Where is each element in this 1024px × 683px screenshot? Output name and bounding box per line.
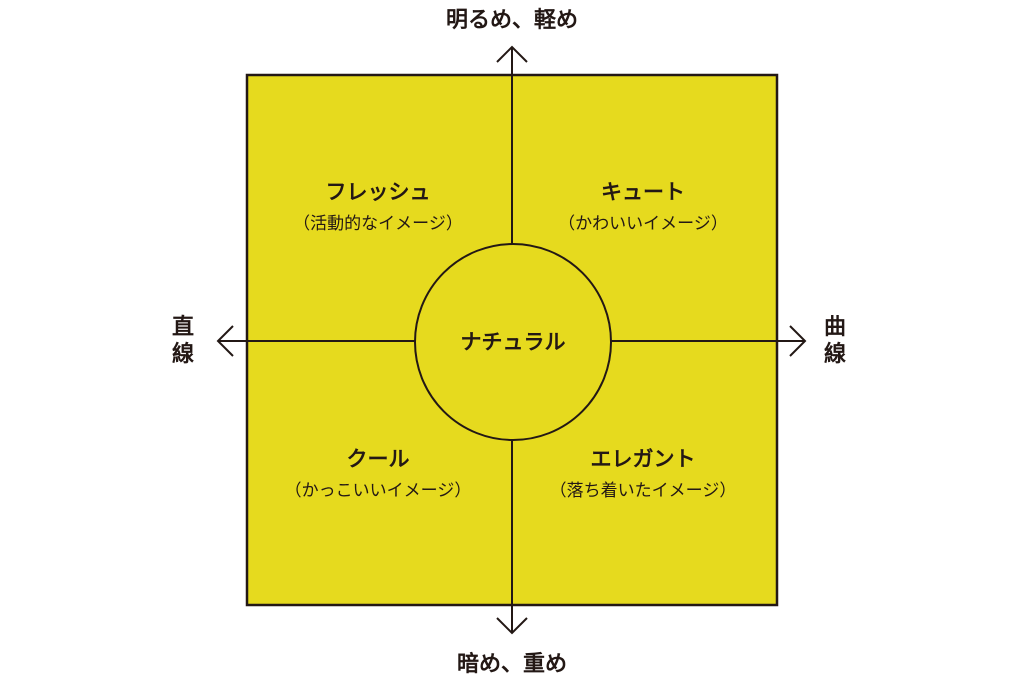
- axis-label-left-char-2: 線: [171, 342, 194, 367]
- arrow-left-icon: [216, 325, 234, 357]
- quadrant-subtitle: （活動的なイメージ）: [293, 214, 463, 234]
- quadrant-subtitle: （かっこいいイメージ）: [284, 481, 472, 501]
- quadrant-bottom-right: エレガント （落ち着いたイメージ）: [523, 445, 763, 505]
- axis-label-right: 曲 線: [820, 314, 850, 368]
- quadrant-title: クール: [346, 447, 410, 471]
- arrow-down-icon: [496, 617, 528, 635]
- quadrant-title: フレッシュ: [325, 180, 431, 204]
- quadrant-bottom-left: クール （かっこいいイメージ）: [258, 445, 498, 505]
- axis-label-left: 直 線: [168, 314, 198, 368]
- quadrant-title: エレガント: [590, 447, 696, 471]
- axis-label-right-char-2: 線: [823, 342, 846, 367]
- center-circle: [414, 243, 612, 441]
- axis-label-top: 明るめ、軽め: [445, 8, 578, 33]
- center-label: ナチュラル: [460, 330, 566, 354]
- quadrant-subtitle: （かわいいイメージ）: [558, 214, 728, 234]
- arrow-up-icon: [496, 45, 528, 63]
- quadrant-top-left: フレッシュ （活動的なイメージ）: [258, 178, 498, 238]
- quadrant-title: キュート: [601, 180, 685, 204]
- arrow-right-icon: [789, 325, 807, 357]
- quadrant-subtitle: （落ち着いたイメージ）: [549, 481, 737, 501]
- axis-label-bottom: 暗め、重め: [456, 652, 567, 677]
- axis-label-right-char-1: 曲: [823, 315, 846, 340]
- quadrant-top-right: キュート （かわいいイメージ）: [523, 178, 763, 238]
- axis-label-left-char-1: 直: [171, 315, 194, 340]
